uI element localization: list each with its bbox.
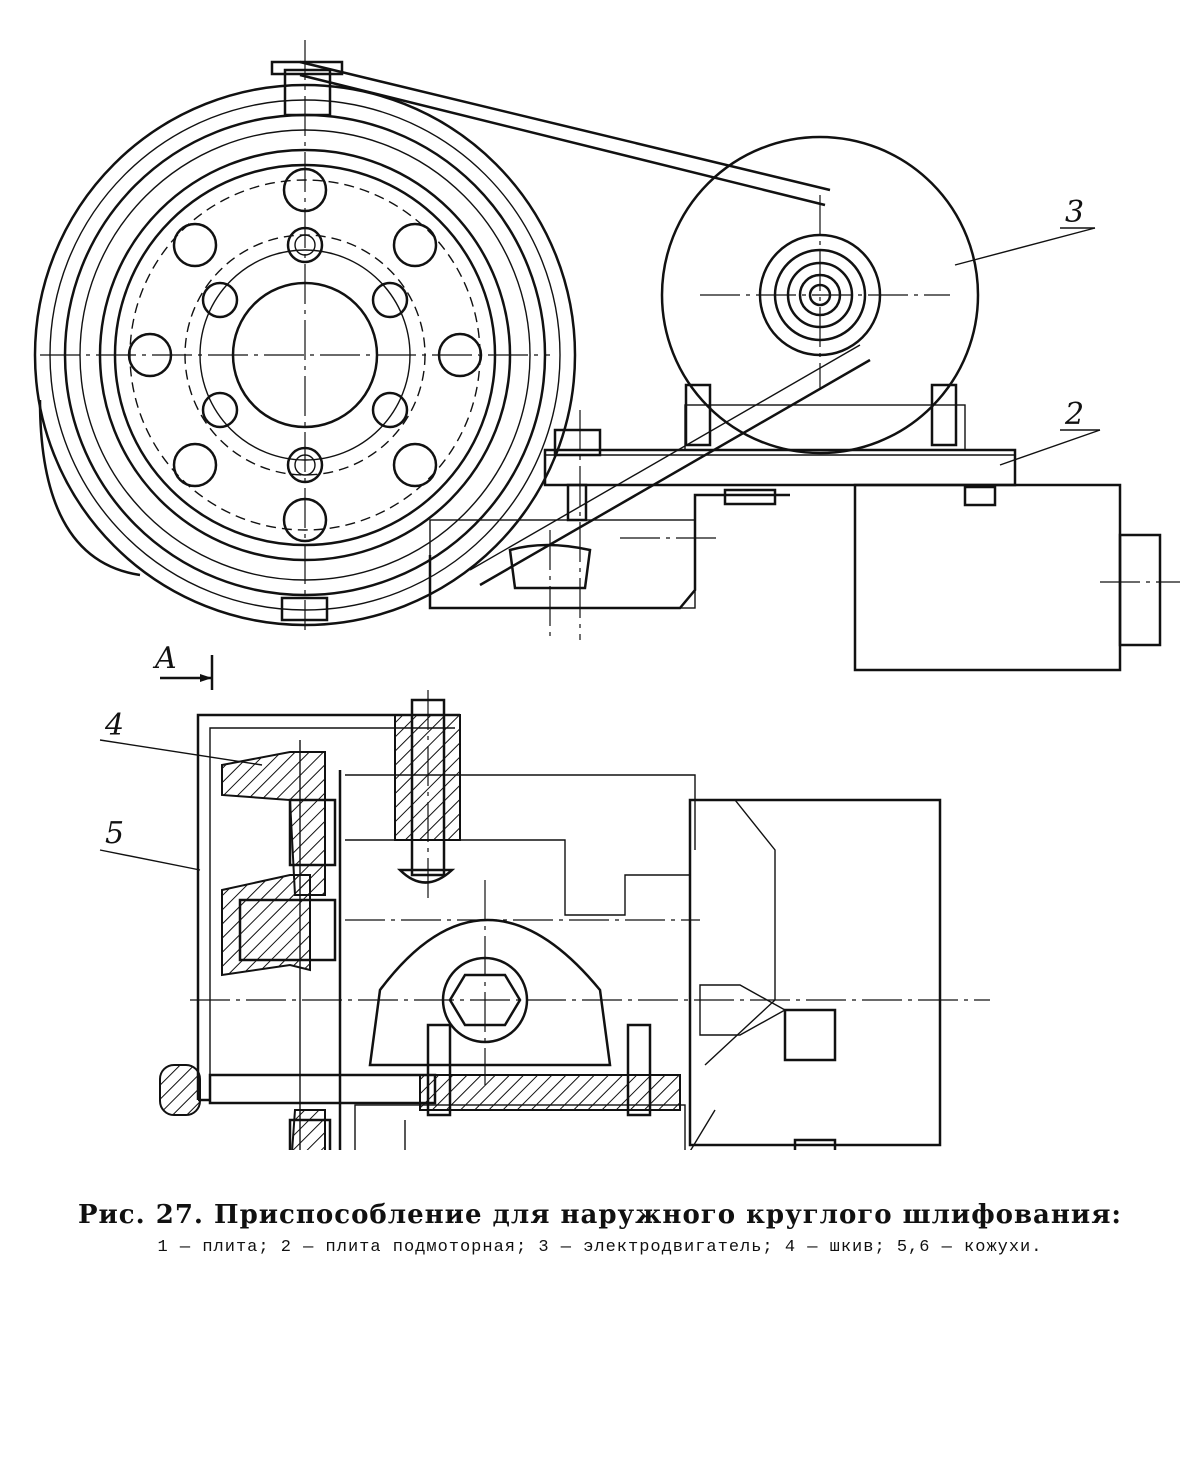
clamp bbox=[699, 984, 837, 1177]
top-view: A 3 2 bbox=[33, 40, 1180, 690]
caption-title: Рис. 27. Приспособление для наружного кр… bbox=[77, 1200, 1123, 1230]
label-3: 3 bbox=[1065, 195, 1084, 230]
large-pulley bbox=[33, 40, 577, 630]
sub-plate bbox=[159, 1023, 686, 1166]
caption-legend: 1 — плита; 2 — плита подмоторная; 3 — эл… bbox=[157, 1238, 1043, 1257]
belt bbox=[38, 60, 871, 587]
figure-caption: Рис. 27. Приспособление для наружного кр… bbox=[0, 1200, 1200, 1257]
motor bbox=[660, 135, 980, 455]
label-4: 4 bbox=[104, 708, 124, 743]
section-mark-top: A bbox=[152, 641, 214, 690]
label-5: 5 bbox=[105, 816, 124, 851]
technical-drawing: A 3 2 bbox=[33, 40, 1180, 1338]
section-view: 6 4 5 1 A bbox=[99, 690, 1131, 1338]
housing bbox=[190, 774, 990, 1147]
top-bolt bbox=[394, 690, 461, 900]
motor-plate bbox=[543, 383, 1017, 640]
top-bracket bbox=[428, 488, 790, 640]
motor-body bbox=[853, 483, 1180, 672]
pulley-4 bbox=[221, 740, 342, 1230]
section-label-top: A bbox=[152, 641, 177, 676]
label-2: 2 bbox=[1064, 397, 1084, 432]
